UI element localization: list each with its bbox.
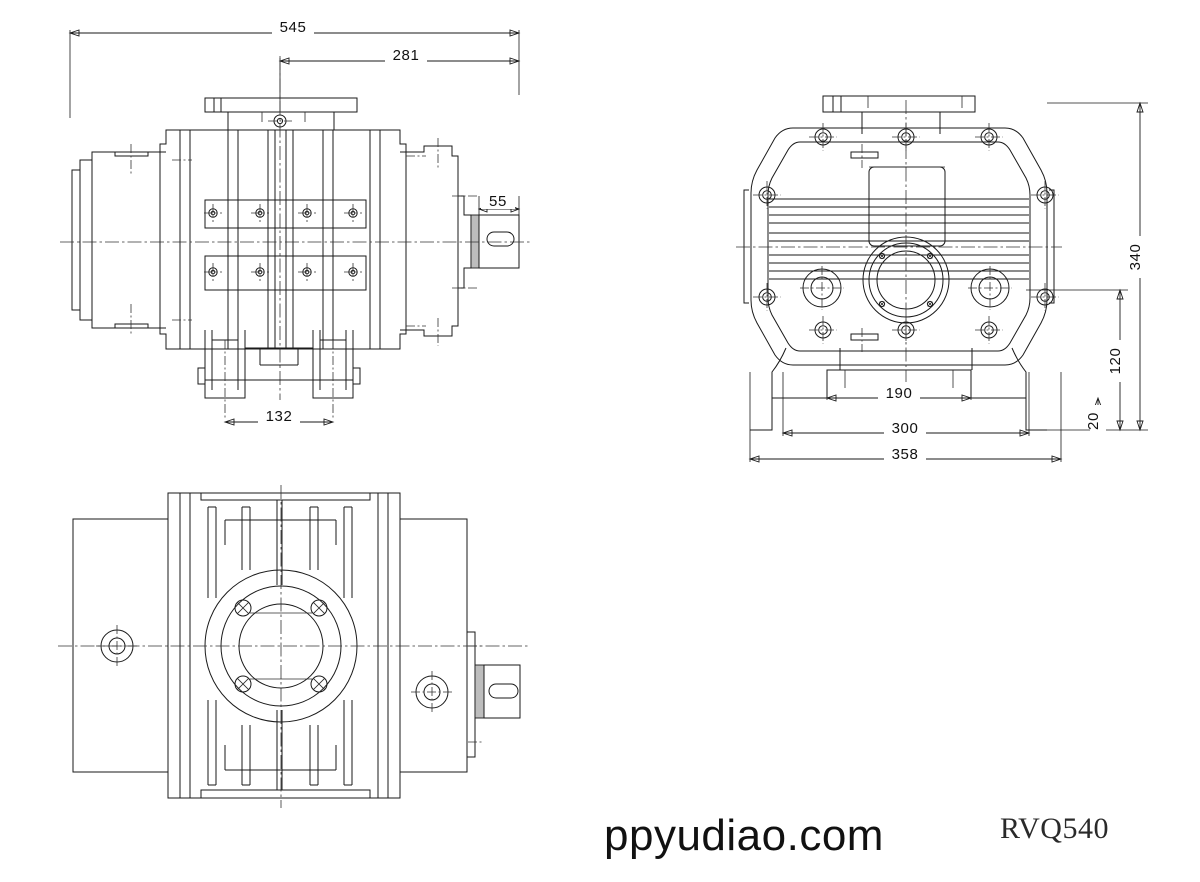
dimension-120: 120 (1026, 288, 1128, 432)
side-centre-pad (869, 167, 945, 246)
bolt-head-group-lower (204, 263, 362, 281)
front-left-cover (72, 144, 192, 336)
side-cooling-fins (769, 199, 1029, 279)
watermark-label: ppyudiao.com (604, 811, 884, 860)
model-label: RVQ540 (1000, 812, 1109, 845)
dimension-132: 132 (223, 408, 335, 426)
dimension-300: 300 (781, 372, 1031, 437)
dim-132-text: 132 (266, 408, 293, 425)
dim-120-text: 120 (1107, 348, 1124, 375)
side-inlet-flange (823, 96, 975, 134)
side-housing-outline (751, 128, 1047, 365)
dimension-545: 545 (68, 19, 521, 118)
dim-545-text: 545 (280, 19, 307, 36)
dim-281-text: 281 (393, 47, 420, 64)
dim-358-text: 358 (892, 446, 919, 463)
flange-bolt-holes (235, 600, 327, 692)
dim-20-text: 20 (1085, 412, 1102, 430)
dimension-340: 340 (1047, 101, 1148, 432)
side-perimeter-bolts (753, 123, 1059, 344)
dim-300-text: 300 (892, 420, 919, 437)
dimension-190: 190 (825, 372, 973, 402)
side-view: 340 120 20 190 (736, 96, 1148, 463)
dimension-55: 55 (477, 193, 521, 215)
dimension-358: 358 (748, 372, 1063, 463)
front-view: 545 281 (60, 19, 530, 426)
front-bolt-band-lower (204, 256, 366, 290)
front-bolt-band-upper (204, 200, 366, 228)
hub-bolt-circle (879, 253, 932, 306)
bolt-head-group-upper (204, 204, 362, 222)
dim-190-text: 190 (886, 385, 913, 402)
plan-right-bearing-boss (411, 671, 453, 713)
plan-output-shaft (467, 632, 520, 757)
plan-view (58, 485, 528, 808)
front-mounting-feet (198, 330, 360, 420)
side-small-pads (851, 144, 878, 352)
side-secondary-bores (800, 266, 1012, 310)
dimension-20: 20 (1085, 396, 1106, 437)
plan-right-block (400, 519, 467, 772)
front-main-body (160, 130, 406, 349)
dimension-281: 281 (278, 47, 521, 112)
dim-55-text: 55 (489, 193, 507, 210)
dim-340-text: 340 (1127, 244, 1144, 271)
front-output-shaft: 55 (470, 193, 521, 268)
front-inlet-flange (205, 98, 357, 130)
plan-finned-body (168, 493, 400, 798)
plan-left-block (73, 519, 168, 772)
